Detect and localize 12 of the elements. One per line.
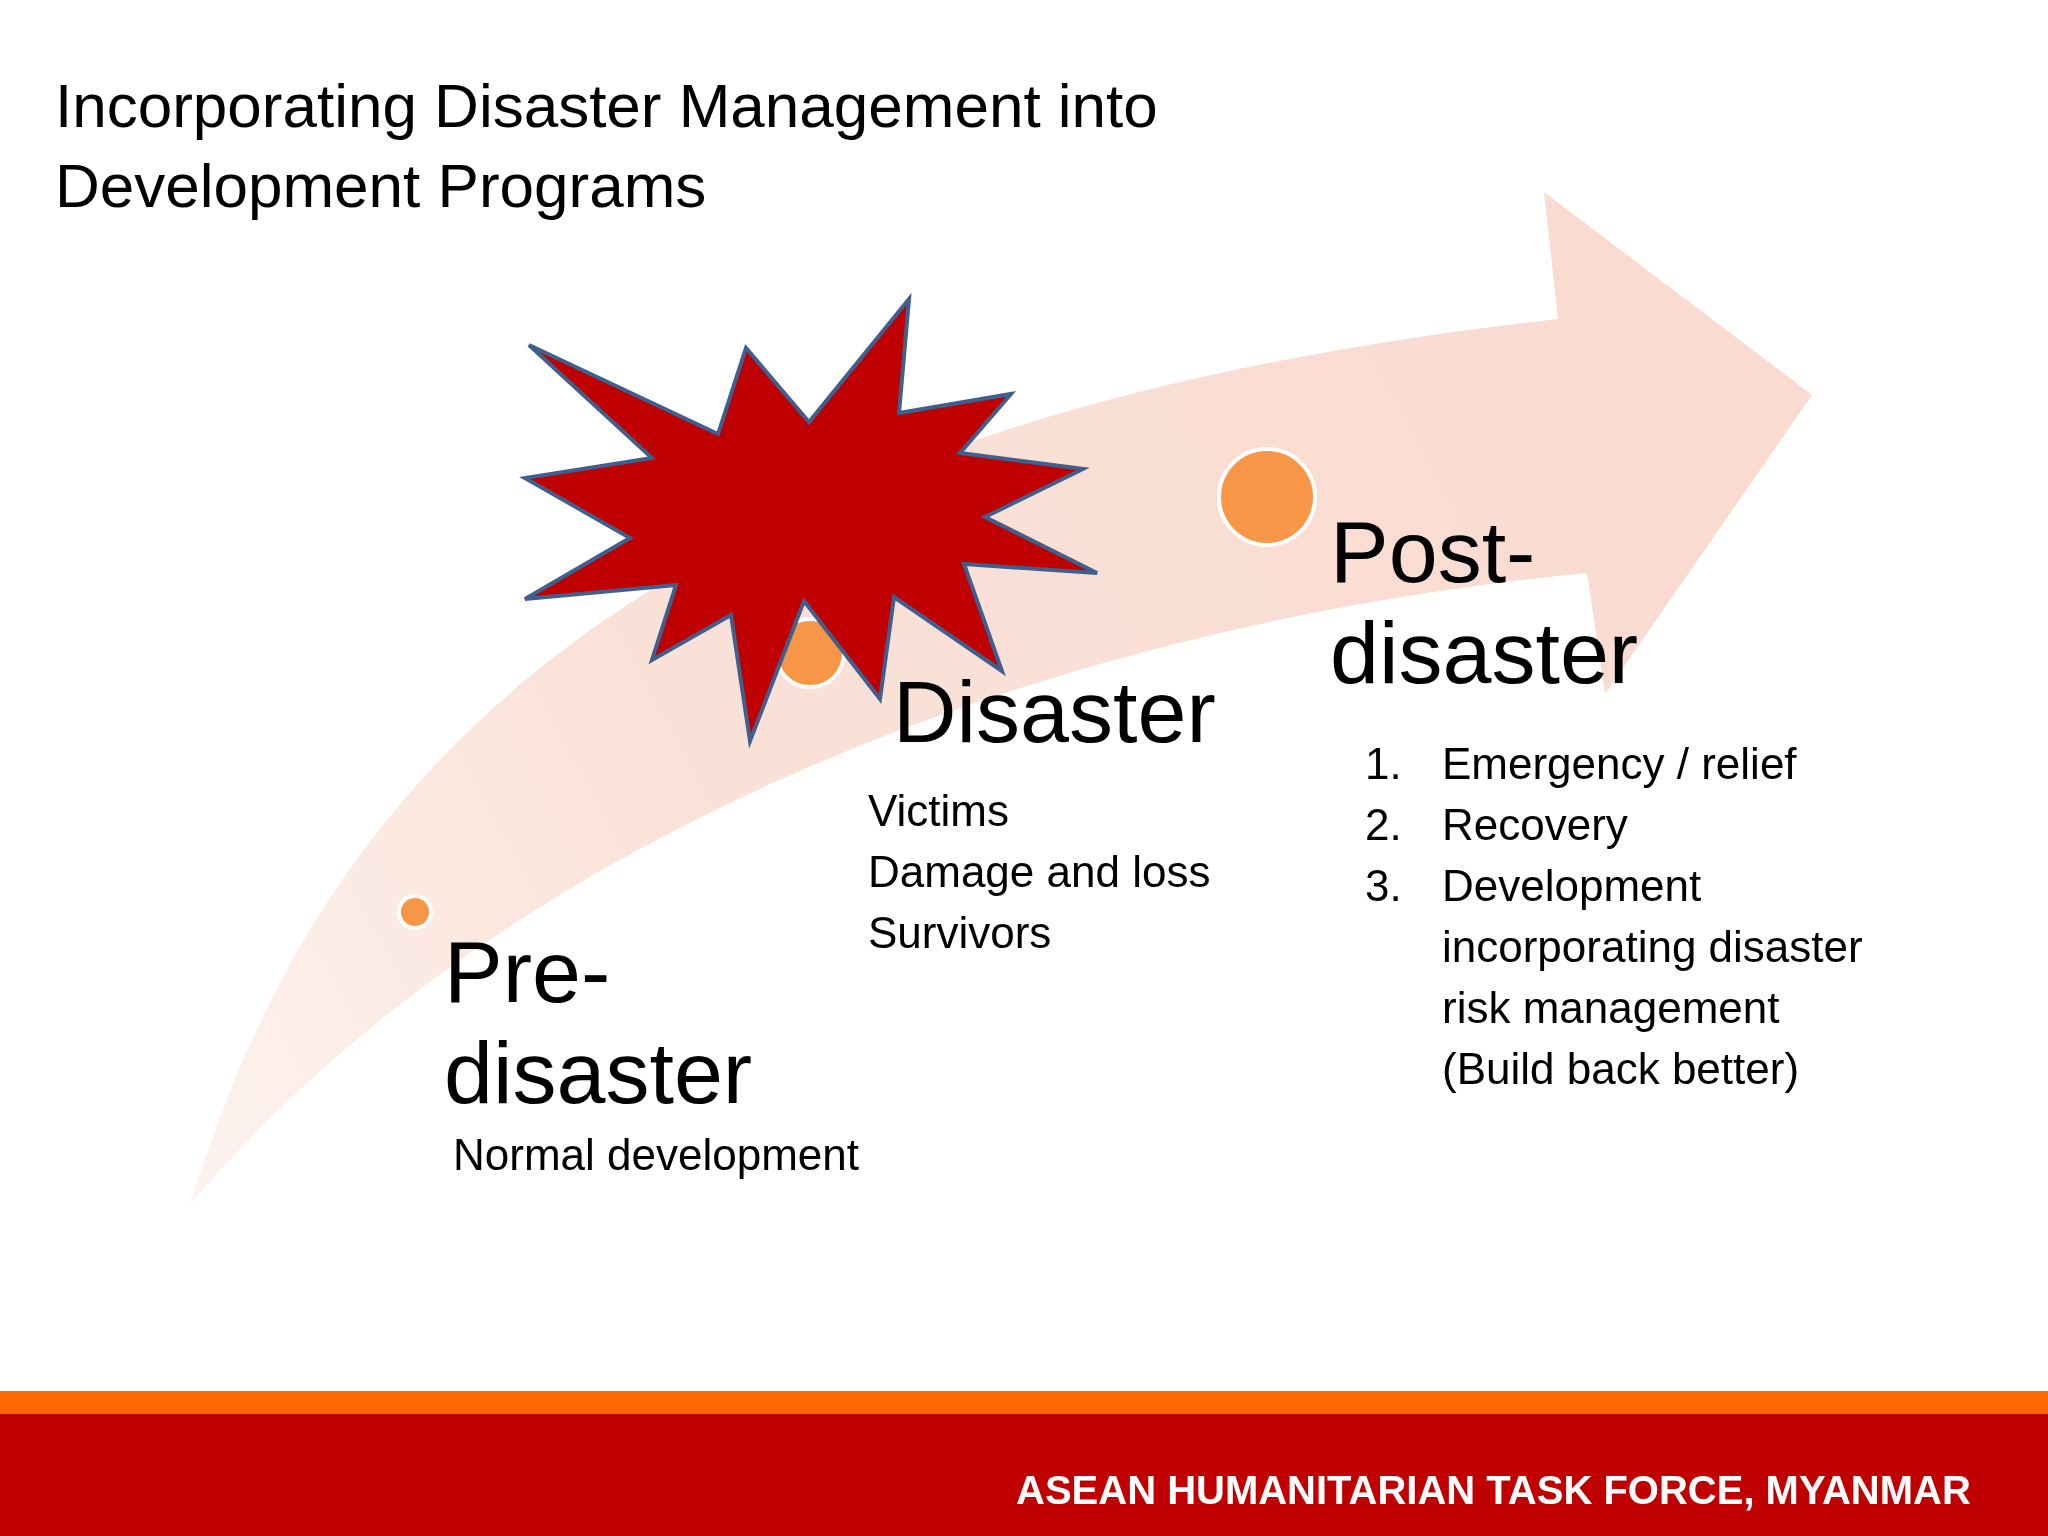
stage-heading: Pre-disaster [444, 921, 754, 1124]
stage-note: Victims [868, 785, 1009, 837]
numbered-item: 2. Recovery [1365, 799, 1629, 851]
stage-note: Normal development [453, 1129, 859, 1181]
stage-note: Survivors [868, 907, 1052, 959]
stage-heading: Disaster [893, 661, 1217, 763]
numbered-item: 1. Emergency / relief [1365, 738, 1798, 790]
stage-heading: Post-disaster [1330, 501, 1640, 704]
slide-title: Incorporating Disaster Management into Development Programs [55, 70, 1159, 222]
numbered-item: 3. Development incorporating disaster risk management (Build back better) [1365, 860, 1864, 1095]
stage-note: Damage and loss [868, 846, 1211, 898]
footer-text: ASEAN HUMANITARIAN TASK FORCE, MYANMAR [1016, 1467, 1971, 1514]
